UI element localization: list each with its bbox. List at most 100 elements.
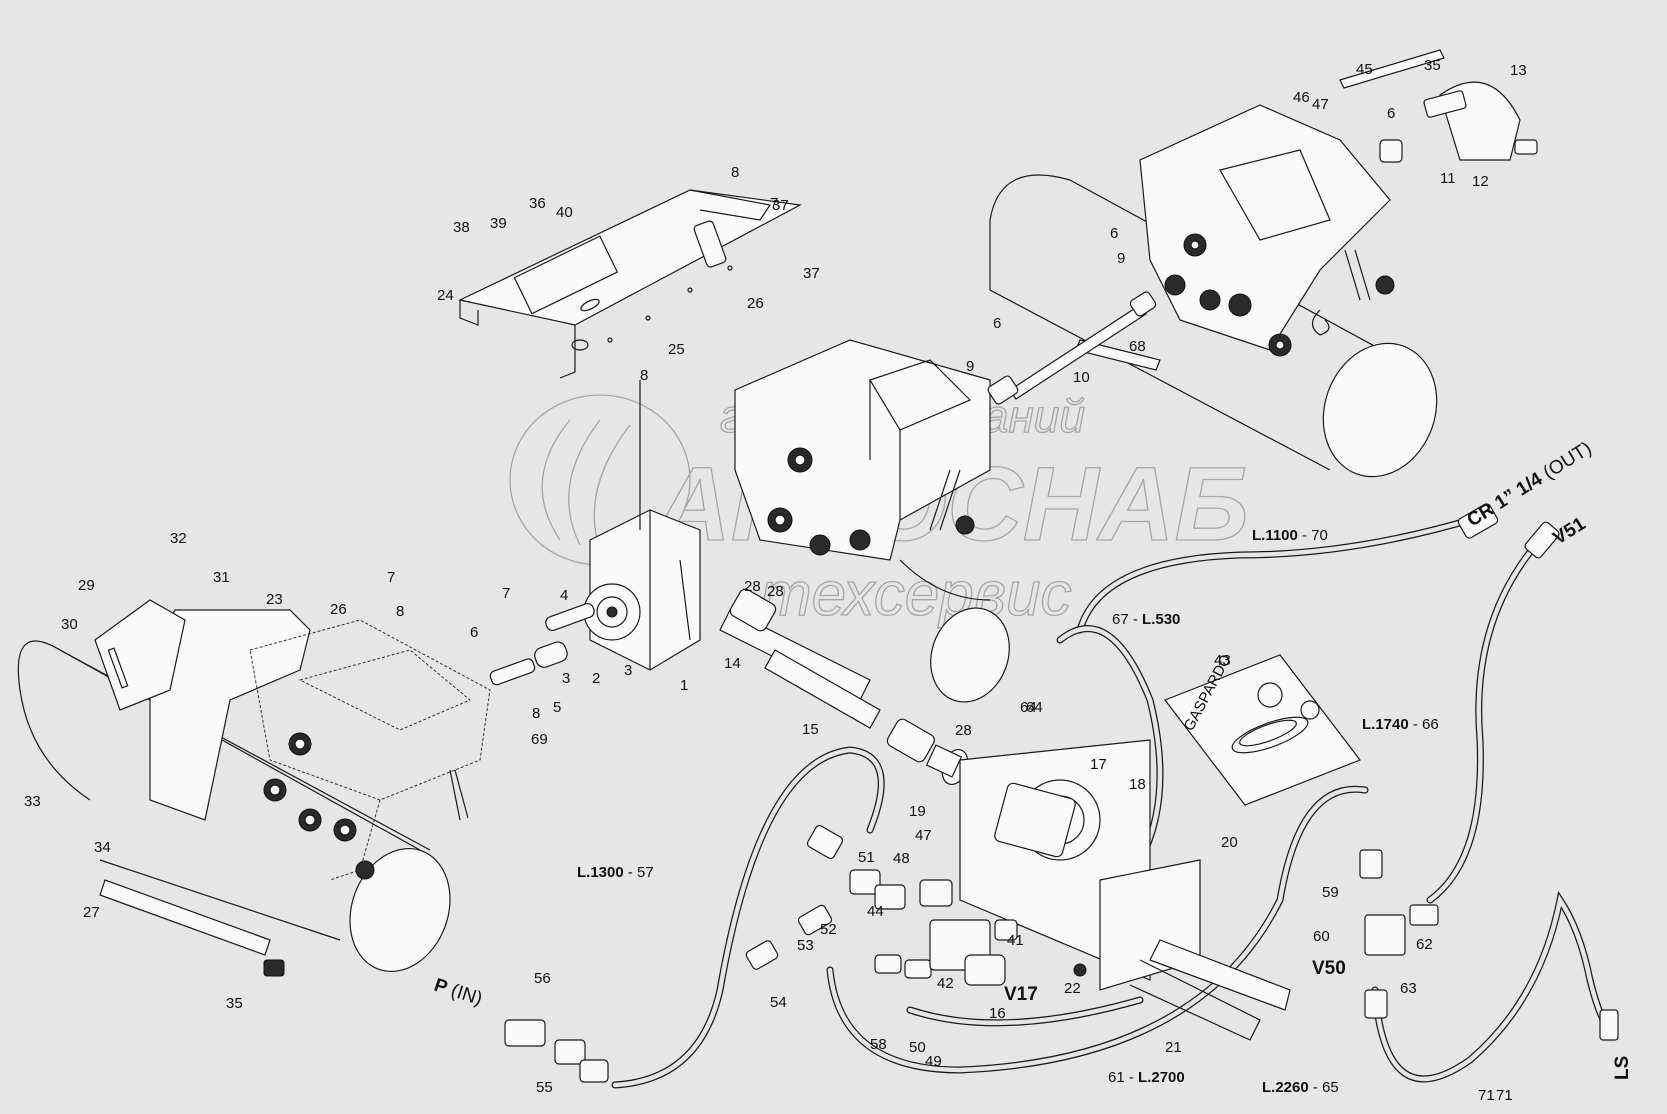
callout-54: 54	[770, 994, 787, 1011]
callout-9: 9	[966, 358, 974, 375]
callout-24: 24	[437, 287, 454, 304]
callout-19: 19	[909, 803, 926, 820]
callout-17: 17	[1090, 756, 1107, 773]
callout-14: 14	[724, 655, 741, 672]
callout-69: 69	[531, 731, 548, 748]
callout-52: 52	[820, 921, 837, 938]
upper-drive-shaft	[987, 291, 1157, 405]
callout-38: 38	[453, 219, 470, 236]
port-v17: V17	[1004, 984, 1038, 1005]
callout-2: 2	[592, 670, 600, 687]
callout-11: 11	[1440, 170, 1456, 187]
callout-29: 29	[78, 577, 95, 594]
callout-71: 71	[1496, 1087, 1513, 1104]
callout-43: 43	[1214, 652, 1231, 669]
callout-71: 71	[1478, 1087, 1495, 1104]
port-v50: V50	[1312, 958, 1346, 979]
hose-label-l1100: L.1100 - 70	[1252, 527, 1328, 544]
callout-10: 10	[1073, 369, 1090, 386]
callout-9: 9	[1117, 250, 1125, 267]
callout-41: 41	[1007, 932, 1024, 949]
callout-45: 45	[1356, 61, 1373, 78]
callout-6: 6	[470, 624, 478, 641]
callout-15: 15	[802, 721, 819, 738]
callout-23: 23	[266, 591, 283, 608]
callout-8: 8	[640, 367, 648, 384]
port-ls: LS	[1612, 1056, 1633, 1080]
port-v51: V51	[1550, 513, 1590, 549]
callout-36: 36	[529, 195, 546, 212]
callout-28: 28	[767, 583, 784, 600]
callout-47: 47	[1312, 96, 1329, 113]
callout-49: 49	[925, 1053, 942, 1070]
watermark-line3: техсервис	[760, 560, 1072, 629]
callout-32: 32	[170, 530, 187, 547]
callout-37: 37	[803, 265, 820, 282]
callout-53: 53	[797, 937, 814, 954]
callout-48: 48	[893, 850, 910, 867]
callout-8: 8	[731, 164, 739, 181]
callout-50: 50	[909, 1039, 926, 1056]
left-hopper-rollers	[263, 732, 375, 880]
callout-40: 40	[556, 204, 573, 221]
hose-label-l1300: L.1300 - 57	[577, 864, 654, 881]
callout-21: 21	[1165, 1039, 1182, 1056]
callout-7: 7	[387, 569, 395, 586]
callout-46: 46	[1293, 89, 1310, 106]
callout-7: 7	[502, 585, 510, 602]
callout-64: 64	[1020, 699, 1037, 716]
centre-seed-hopper	[734, 339, 1010, 703]
callout-60: 60	[1313, 928, 1330, 945]
hose-labels: L.1100 - 70 67 - L.530 L.1740 - 66 L.130…	[577, 527, 1439, 1096]
callout-51: 51	[858, 849, 875, 866]
callout-26: 26	[330, 601, 347, 618]
callout-56: 56	[534, 970, 551, 987]
callout-1: 1	[680, 677, 688, 694]
callout-4: 4	[560, 587, 568, 604]
callout-25: 25	[668, 341, 685, 358]
callout-31: 31	[213, 569, 230, 586]
callout-3: 3	[562, 670, 570, 687]
callout-64: 64	[1026, 699, 1043, 716]
callout-37: 37	[772, 197, 789, 214]
callout-58: 58	[870, 1036, 887, 1053]
mounting-bracket-plate	[458, 189, 802, 379]
callout-12: 12	[1472, 173, 1489, 190]
callout-39: 39	[490, 215, 507, 232]
callout-42: 42	[937, 975, 954, 992]
callout-34: 34	[94, 839, 111, 856]
callout-6: 6	[1110, 225, 1118, 242]
hydraulic-motor-13	[1339, 49, 1538, 163]
callout-22: 22	[1064, 980, 1081, 997]
callout-13: 13	[1510, 62, 1527, 79]
hose-label-l2260: L.2260 - 65	[1262, 1079, 1339, 1096]
hose-label-l530: 67 - L.530	[1112, 611, 1180, 628]
left-seed-hopper	[17, 599, 491, 977]
callout-47: 47	[915, 827, 932, 844]
callout-59: 59	[1322, 884, 1339, 901]
gearbox-assembly	[489, 380, 701, 686]
callout-20: 20	[1221, 834, 1238, 851]
callout-62: 62	[1416, 936, 1433, 953]
right-seed-hopper	[989, 104, 1438, 478]
callout-28: 28	[744, 578, 761, 595]
callout-28: 28	[955, 722, 972, 739]
fitting-cluster	[504, 824, 1619, 1083]
callout-30: 30	[61, 616, 78, 633]
port-p-in: P (IN)	[431, 975, 484, 1010]
callout-16: 16	[989, 1005, 1006, 1022]
cardan-drive-shaft	[719, 588, 969, 786]
callout-5: 5	[553, 699, 561, 716]
callout-8: 8	[532, 705, 540, 722]
callout-68: 68	[1129, 338, 1146, 355]
callout-35: 35	[1424, 57, 1441, 74]
callout-33: 33	[24, 793, 41, 810]
callout-55: 55	[536, 1079, 553, 1096]
callout-6: 6	[1387, 105, 1395, 122]
callout-35: 35	[226, 995, 243, 1012]
callout-3: 3	[624, 662, 632, 679]
callout-44: 44	[867, 903, 884, 920]
callout-6: 6	[993, 315, 1001, 332]
